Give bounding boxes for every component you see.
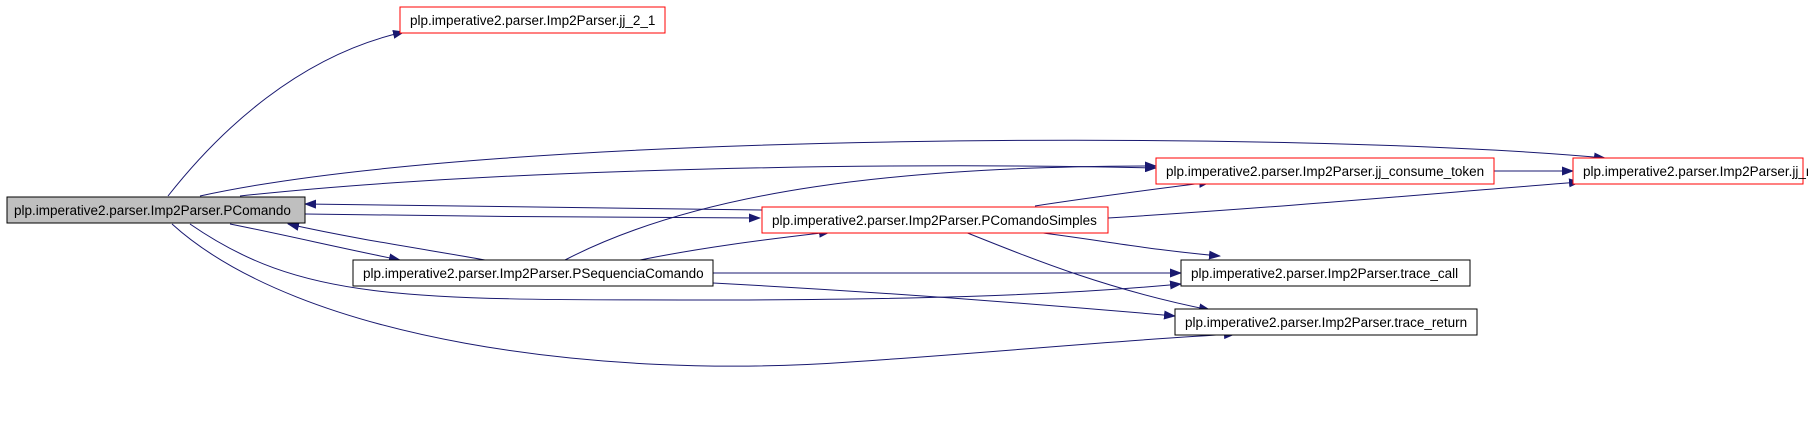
edges (167, 29, 1606, 367)
node-pcomando[interactable]: plp.imperative2.parser.Imp2Parser.PComan… (6, 196, 306, 224)
node-label: plp.imperative2.parser.Imp2Parser.PComan… (772, 213, 1097, 228)
edge-pcomando-to-psequenciacomando (229, 223, 401, 263)
edge-pcomandosimples-to-trace_return (964, 231, 1211, 313)
node-box (399, 6, 666, 34)
edge-pcomandosimples-to-jj_ntk (1107, 178, 1581, 219)
node-trace_call[interactable]: plp.imperative2.parser.Imp2Parser.trace_… (1180, 259, 1471, 287)
node-label: plp.imperative2.parser.Imp2Parser.jj_2_1 (410, 13, 655, 28)
edge-psequenciacomando-to-trace_return (712, 282, 1176, 320)
edge-pcomando-to-pcomandosimples (304, 213, 761, 223)
node-label: plp.imperative2.parser.Imp2Parser.PComan… (14, 203, 291, 218)
node-box (1572, 157, 1804, 185)
edge-pcomandosimples-to-jj_consume_token (1034, 178, 1211, 207)
node-trace_return[interactable]: plp.imperative2.parser.Imp2Parser.trace_… (1174, 308, 1478, 336)
node-label: plp.imperative2.parser.Imp2Parser.jj_con… (1166, 164, 1484, 179)
edge-pcomandosimples-to-pcomando (304, 199, 763, 211)
edge-pcomando-to-jj_2_1 (167, 29, 405, 197)
node-label: plp.imperative2.parser.Imp2Parser.trace_… (1191, 266, 1458, 281)
edge-pcomando-to-jj_ntk (199, 139, 1606, 197)
node-jj_2_1[interactable]: plp.imperative2.parser.Imp2Parser.jj_2_1 (399, 6, 666, 34)
edge-psequenciacomando-to-jj_consume_token (564, 161, 1157, 261)
node-label: plp.imperative2.parser.Imp2Parser.jj_ntk (1583, 164, 1808, 179)
node-box (6, 196, 306, 224)
node-label: plp.imperative2.parser.Imp2Parser.PSeque… (363, 266, 704, 281)
node-box (1180, 259, 1471, 287)
edge-pcomando-to-jj_consume_token (239, 163, 1157, 197)
node-label: plp.imperative2.parser.Imp2Parser.trace_… (1185, 315, 1467, 330)
node-jj_ntk[interactable]: plp.imperative2.parser.Imp2Parser.jj_ntk (1572, 157, 1808, 185)
edge-psequenciacomando-to-pcomandosimples (639, 228, 831, 261)
edge-pcomando-to-trace_call (189, 223, 1182, 301)
node-box (1174, 308, 1478, 336)
edge-pcomando-to-trace_return (171, 223, 1236, 367)
edge-psequenciacomando-to-pcomando (287, 221, 486, 261)
node-psequenciacomando[interactable]: plp.imperative2.parser.Imp2Parser.PSeque… (352, 259, 714, 287)
node-box (761, 206, 1109, 234)
node-jj_consume_token[interactable]: plp.imperative2.parser.Imp2Parser.jj_con… (1155, 157, 1495, 185)
node-pcomandosimples[interactable]: plp.imperative2.parser.Imp2Parser.PComan… (761, 206, 1109, 234)
edge-pcomandosimples-to-trace_call (1034, 231, 1221, 260)
node-box (1155, 157, 1495, 185)
node-box (352, 259, 714, 287)
